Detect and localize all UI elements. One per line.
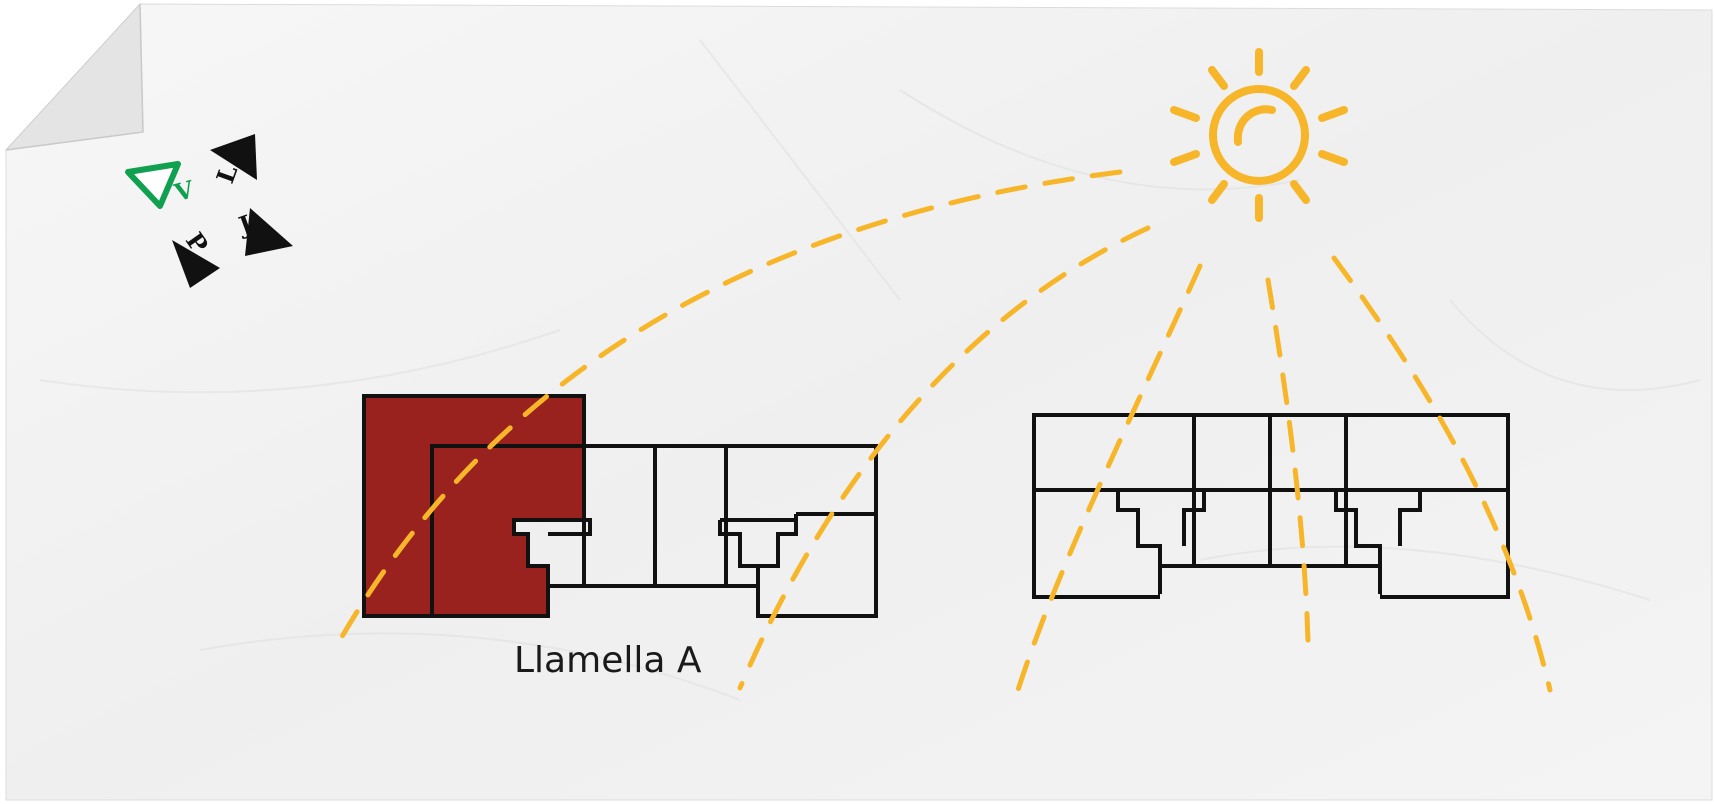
sun-ray-5 — [1331, 255, 1553, 693]
building-b-mask — [1162, 568, 1378, 596]
paper-fold — [4, 2, 144, 151]
logo-arrow-right — [245, 208, 293, 256]
building-a-highlight-front — [430, 444, 586, 618]
sun-ray-3 — [1015, 263, 1203, 693]
sun-ray-1 — [337, 169, 1123, 643]
sun-ray-4 — [1265, 277, 1311, 643]
sun-rays — [337, 169, 1553, 693]
building-label: Llamella A — [514, 640, 702, 681]
logo-arrow-bottom — [172, 240, 220, 288]
paper-sheet — [4, 2, 1713, 801]
logo-arrow-green — [125, 161, 181, 209]
sun-ray-2 — [737, 225, 1151, 691]
logo-arrow-top — [210, 134, 257, 180]
building-a-plan — [362, 394, 878, 618]
sun-icon — [1170, 48, 1348, 222]
